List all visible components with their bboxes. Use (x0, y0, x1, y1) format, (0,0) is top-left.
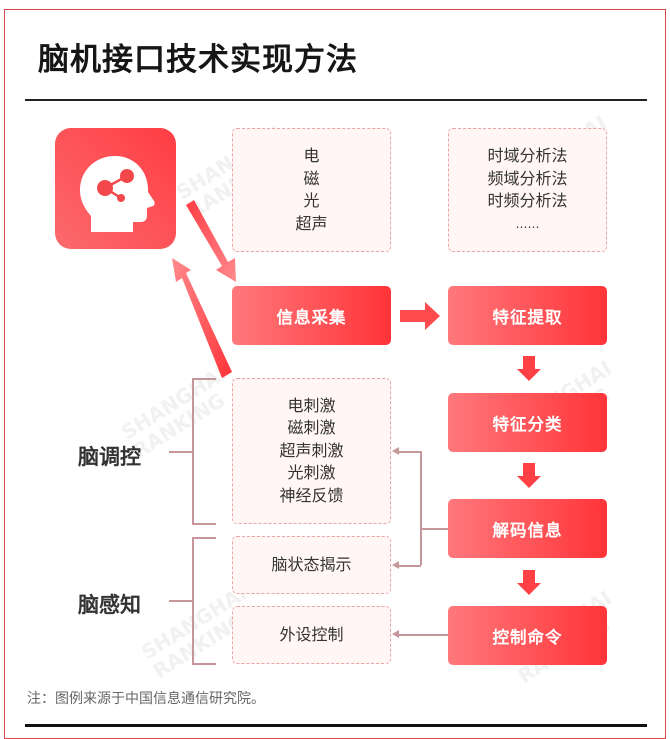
arrow-collect-to-extract (400, 302, 440, 330)
modulation-method: 超声刺激 (279, 440, 344, 460)
figure-title: 脑机接口技术实现方法 (38, 42, 358, 78)
modulation-method: 磁刺激 (287, 418, 336, 438)
modulation-methods-box: 电刺激 磁刺激 超声刺激 光刺激 神经反馈 (232, 378, 391, 524)
label-modulation: 脑调控 (78, 445, 141, 469)
modulation-method: 神经反馈 (279, 485, 344, 505)
arrow-classify-to-decode (517, 463, 541, 488)
connector-decode-stem (420, 528, 448, 530)
label-perception: 脑感知 (78, 593, 141, 617)
bracket-perception-spine (192, 537, 194, 664)
step-command: 控制命令 (448, 606, 607, 665)
arrow-decode-to-command (517, 570, 541, 595)
signal-types-box: 电 磁 光 超声 (232, 128, 391, 252)
modulation-method: 光刺激 (287, 463, 336, 483)
analysis-method: …… (515, 216, 540, 231)
analysis-method: 时域分析法 (487, 146, 568, 165)
bracket-modulation-stem (169, 451, 192, 453)
bracket-modulation-spine (192, 378, 194, 524)
bottom-divider (25, 724, 647, 727)
signal-type: 光 (303, 191, 320, 210)
analysis-method: 时频分析法 (487, 191, 568, 210)
arrow-modulation-to-brain (172, 258, 232, 378)
connector-decode-spine (420, 451, 422, 565)
brain-tile (55, 128, 176, 249)
connector-command (399, 634, 448, 636)
analysis-methods-box: 时域分析法 频域分析法 时频分析法 …… (448, 128, 607, 252)
head-network-icon (80, 156, 155, 232)
arrow-extract-to-classify (517, 356, 541, 381)
modulation-method: 电刺激 (287, 395, 336, 415)
device-control-box: 外设控制 (232, 606, 391, 664)
step-collect: 信息采集 (232, 286, 391, 345)
step-classify: 特征分类 (448, 393, 607, 452)
source-note: 注：图例来源于中国信息通信研究院。 (27, 691, 265, 707)
signal-type: 超声 (295, 213, 328, 233)
analysis-method: 频域分析法 (487, 168, 568, 188)
signal-type: 磁 (303, 168, 320, 188)
signal-type: 电 (303, 146, 320, 165)
step-extract: 特征提取 (448, 286, 607, 345)
arrow-brain-to-collect (186, 200, 236, 282)
brain-state-box: 脑状态揭示 (232, 536, 391, 594)
title-divider (25, 99, 647, 101)
bracket-perception-stem (169, 600, 192, 602)
step-decode: 解码信息 (448, 499, 607, 558)
